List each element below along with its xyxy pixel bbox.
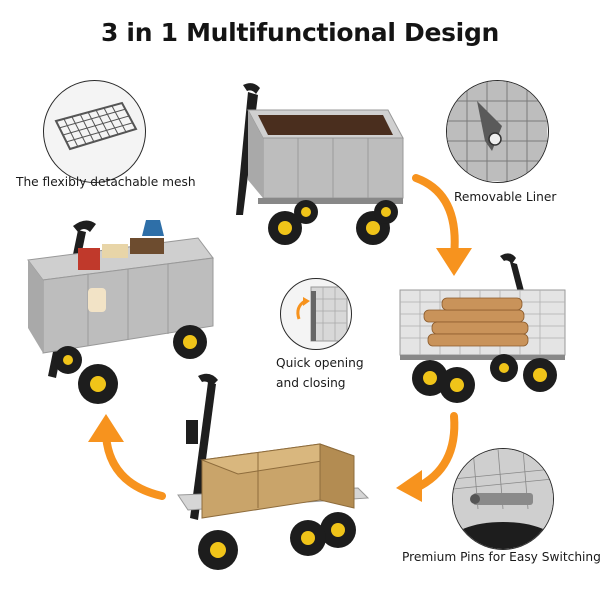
cart-with-liner-image [236, 83, 404, 245]
orange-arrow-bottom-right [396, 412, 459, 502]
orange-arrow-top-right [412, 174, 472, 276]
cart-with-tools-image [27, 220, 214, 404]
pins-caption: Premium Pins for Easy Switching [402, 550, 600, 564]
liner-clip-icon [447, 81, 547, 181]
page-title: 3 in 1 Multifunctional Design [100, 18, 500, 47]
quick-caption-line1: Quick opening [276, 356, 364, 370]
latch-icon [296, 286, 348, 342]
mesh-detail-circle [43, 80, 146, 183]
pins-detail-circle [452, 448, 554, 550]
mesh-panel-icon [54, 101, 138, 151]
quick-open-circle [280, 278, 352, 350]
pin-icon [453, 449, 553, 549]
liner-caption: Removable Liner [454, 190, 557, 204]
liner-detail-circle [446, 80, 549, 183]
orange-arrow-bottom-left [88, 414, 166, 500]
cart-with-firewood-image [399, 253, 566, 403]
flatbed-cart-with-boxes-image [177, 373, 370, 570]
mesh-caption: The flexibly detachable mesh [16, 175, 196, 189]
quick-caption-line2: and closing [276, 376, 346, 390]
